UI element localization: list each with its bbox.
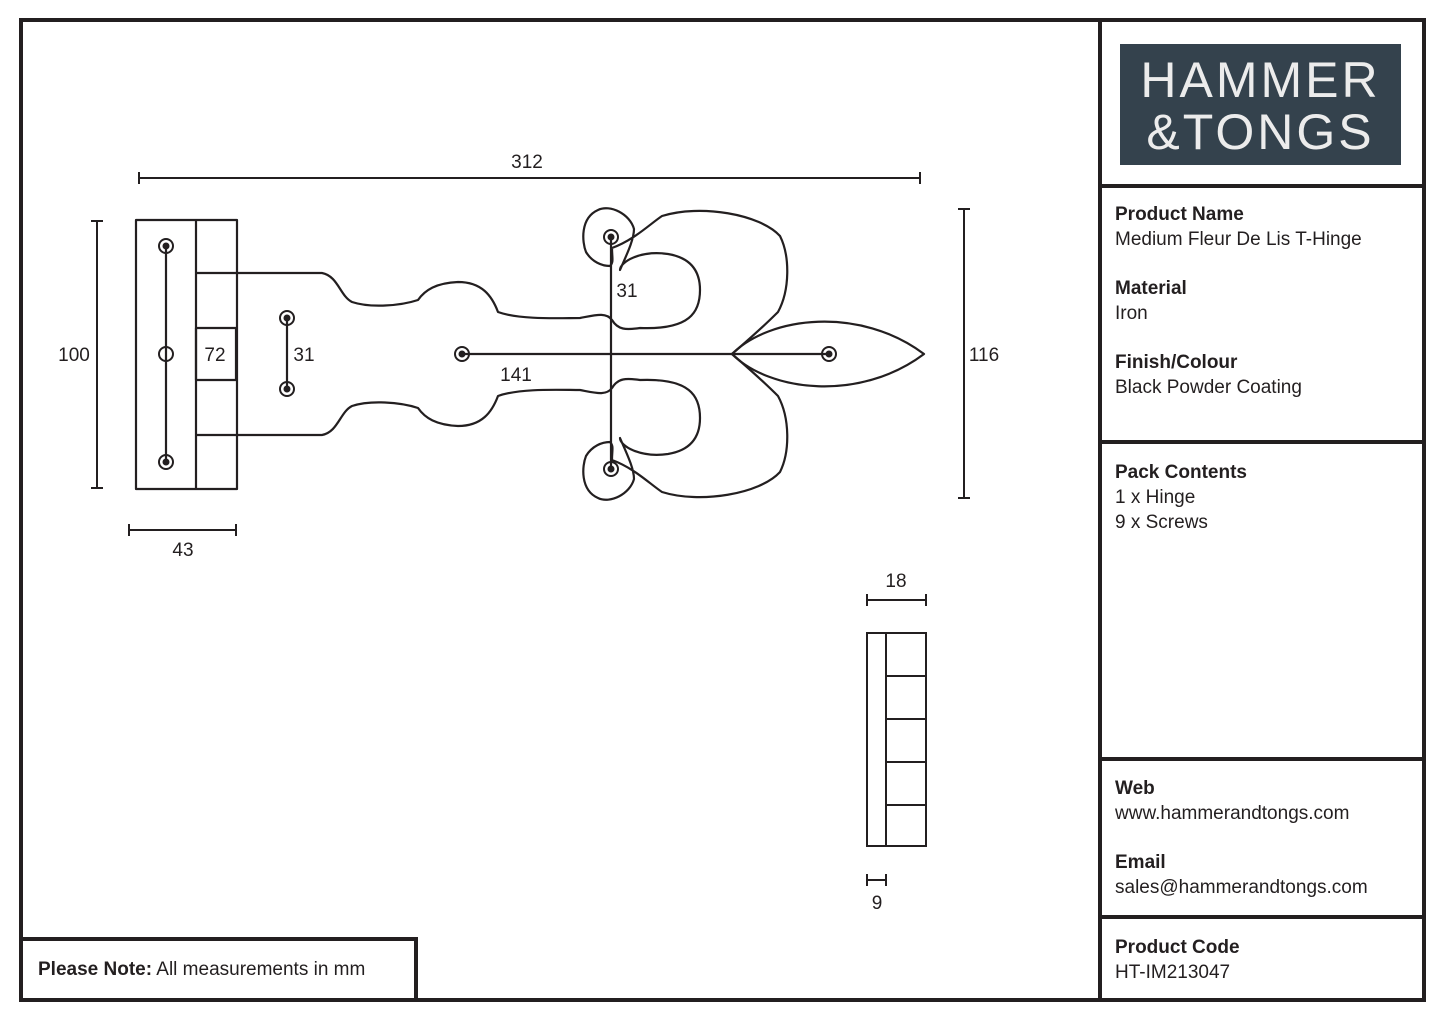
material-label: Material [1115,278,1187,299]
brand-logo: HAMMER &TONGS [1120,44,1401,165]
screw-hole [603,229,619,245]
note-box [21,937,418,1000]
screw-holes [158,229,837,477]
dim-leaf-holes: 31 [616,281,637,302]
finish-label: Finish/Colour [1115,352,1238,373]
spear-leaf [730,320,926,388]
measurement-note: Please Note: All measurements in mm [38,958,365,982]
dim-side-thickness: 9 [872,893,883,914]
email-link[interactable]: sales@hammerandtongs.com [1115,877,1368,898]
screw-hole [821,346,837,362]
screw-hole [158,238,174,254]
finish-value: Black Powder Coating [1115,377,1302,398]
dim-plate-height: 100 [58,345,90,366]
screw-hole [454,346,470,362]
screw-hole [279,381,295,397]
email-label: Email [1115,852,1166,873]
screw-hole [158,346,174,362]
note-text: All measurements in mm [156,959,366,980]
pack-item: 1 x Hinge [1115,487,1196,508]
dim-plate-inner: 72 [204,345,225,366]
dim-overall-length: 312 [511,152,543,173]
screw-hole [279,310,295,326]
pack-item: 9 x Screws [1115,512,1208,533]
pack-contents-label: Pack Contents [1115,462,1247,483]
dimension-lines [91,172,970,886]
web-link[interactable]: www.hammerandtongs.com [1115,803,1350,824]
dim-strap-holes: 31 [293,345,314,366]
dim-side-width: 18 [885,571,906,592]
note-label: Please Note: [38,959,153,980]
product-name-label: Product Name [1115,204,1244,225]
dim-plate-width: 43 [172,540,193,561]
dim-center-length: 141 [500,365,532,386]
dim-total-height: 116 [969,345,999,366]
web-label: Web [1115,778,1155,799]
product-code-value: HT-IM213047 [1115,962,1231,983]
hinge-front-view [134,207,926,501]
hinge-side-view [866,632,927,847]
product-name-value: Medium Fleur De Lis T-Hinge [1115,229,1362,250]
screw-hole [603,461,619,477]
brand-line1: HAMMER [1140,52,1381,108]
screw-hole [158,454,174,470]
plate-inner-box [194,326,238,382]
material-value: Iron [1115,303,1148,324]
product-code-label: Product Code [1115,937,1240,958]
outer-border [19,18,1426,1002]
brand-line2: &TONGS [1146,104,1375,160]
